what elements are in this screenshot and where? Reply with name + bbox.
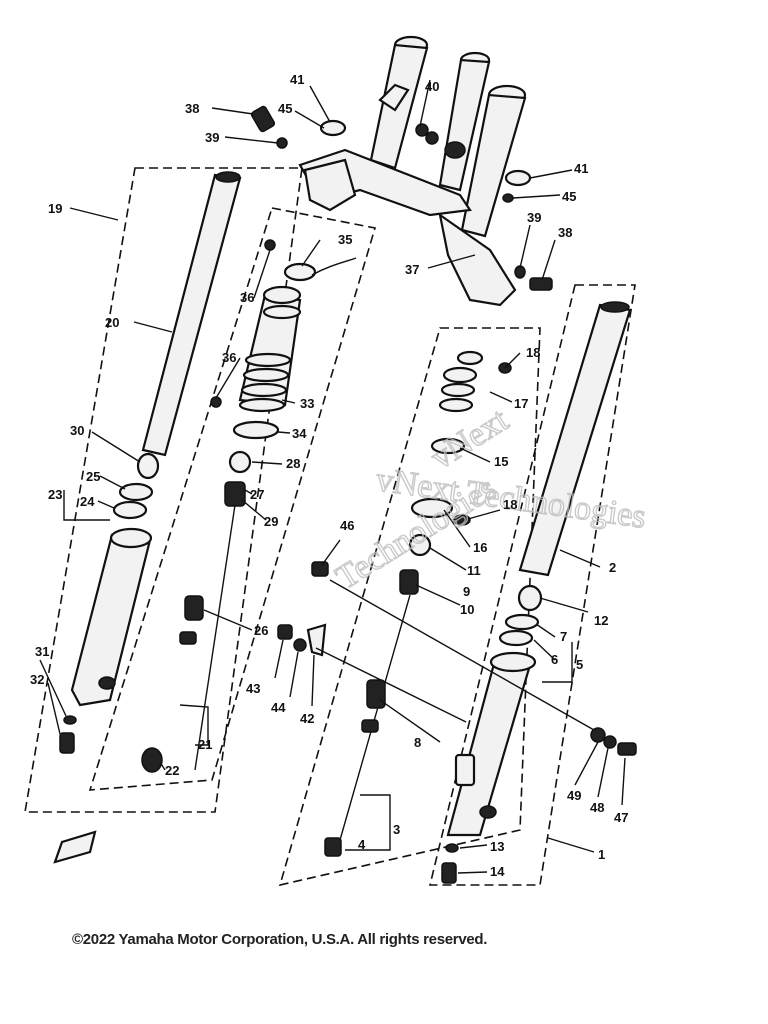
label-34: 34 — [292, 426, 307, 441]
label-4: 4 — [358, 837, 366, 852]
label-39-right: 39 — [527, 210, 541, 225]
label-42: 42 — [300, 711, 314, 726]
label-19: 19 — [48, 201, 62, 216]
label-27: 27 — [250, 487, 264, 502]
leader-lines — [39, 79, 626, 874]
label-48: 48 — [590, 800, 604, 815]
label-8: 8 — [414, 735, 421, 750]
label-28: 29 — [264, 514, 278, 529]
label-30: 30 — [70, 423, 84, 438]
label-47: 47 — [614, 810, 628, 825]
label-36-lower: 36 — [222, 350, 236, 365]
label-23: 23 — [48, 487, 62, 502]
label-9: 9 — [463, 584, 470, 599]
dashed-group-outlines — [24, 167, 636, 887]
upper-bracket-assembly — [298, 35, 527, 307]
left-fork-assembly — [59, 171, 242, 754]
label-24: 24 — [80, 494, 95, 509]
label-14: 14 — [490, 864, 505, 879]
label-38-left: 38 — [185, 101, 199, 116]
right-fork-assembly — [441, 301, 632, 884]
label-37: 37 — [405, 262, 419, 277]
label-22: 22 — [165, 763, 179, 778]
label-46: 46 — [340, 518, 354, 533]
center-boot-damper — [141, 239, 357, 773]
front-arrow-icon — [53, 830, 97, 864]
label-26: 26 — [254, 623, 268, 638]
label-21: 21 — [198, 737, 212, 752]
label-3: 3 — [393, 822, 400, 837]
part-number-labels: 19 20 30 25 23 24 31 32 38 39 41 45 40 3… — [30, 72, 628, 879]
label-43: 43 — [246, 681, 260, 696]
label-31: 31 — [35, 644, 49, 659]
label-10: 10 — [460, 602, 474, 617]
label-11: 11 — [467, 563, 481, 578]
label-25: 25 — [86, 469, 100, 484]
copyright-text: ©2022 Yamaha Motor Corporation, U.S.A. A… — [72, 931, 487, 948]
label-12: 12 — [594, 613, 608, 628]
label-36-upper: 36 — [240, 290, 254, 305]
label-15: 15 — [494, 454, 508, 469]
label-6: 6 — [551, 652, 558, 667]
label-40: 40 — [425, 79, 439, 94]
label-20: 20 — [105, 315, 119, 330]
label-44: 44 — [271, 700, 286, 715]
label-5: 5 — [576, 657, 583, 672]
label-17: 17 — [514, 396, 528, 411]
label-7: 7 — [560, 629, 567, 644]
label-45-left: 45 — [278, 101, 292, 116]
label-18-upper: 18 — [526, 345, 540, 360]
label-39-left: 39 — [205, 130, 219, 145]
label-35: 35 — [338, 232, 352, 247]
label-45-right: 45 — [562, 189, 576, 204]
label-41-right: 41 — [574, 161, 588, 176]
label-41-left: 41 — [290, 72, 304, 87]
watermark: vNext Technologies vNext Technologies — [329, 400, 649, 597]
label-29: 28 — [286, 456, 300, 471]
label-13: 13 — [490, 839, 504, 854]
label-18-lower: 18 — [503, 497, 517, 512]
label-33: 33 — [300, 396, 314, 411]
label-1: 1 — [598, 847, 605, 862]
label-49: 49 — [567, 788, 581, 803]
label-32: 32 — [30, 672, 44, 687]
label-2: 2 — [609, 560, 616, 575]
label-38-right: 38 — [558, 225, 572, 240]
side-hardware — [277, 623, 637, 756]
label-16: 16 — [473, 540, 487, 555]
